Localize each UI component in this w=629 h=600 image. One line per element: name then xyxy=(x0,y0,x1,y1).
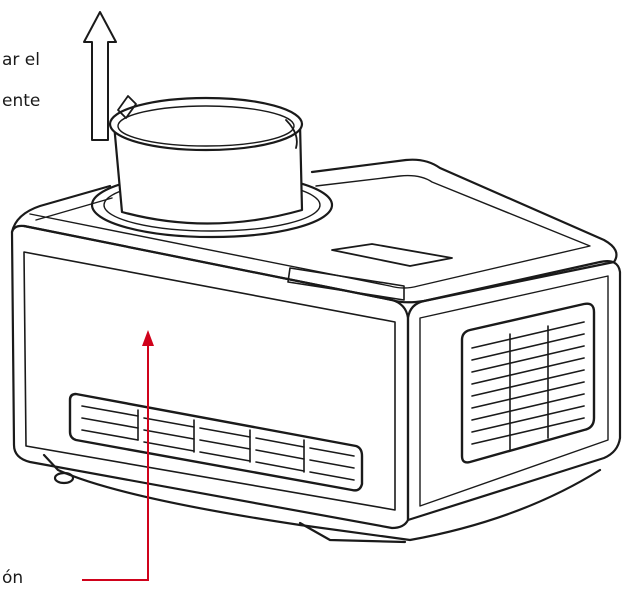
machine-front-face xyxy=(10,224,410,530)
bowl-body xyxy=(112,122,304,225)
bowl-handle xyxy=(117,95,137,119)
machine-front-panel xyxy=(23,251,396,511)
label-top-line-1: ar el xyxy=(2,50,40,70)
side-vent-grill xyxy=(460,302,596,464)
machine-foot-left xyxy=(53,471,75,485)
machine-base-skirt xyxy=(298,521,407,544)
machine-side-face xyxy=(406,260,622,522)
control-strip xyxy=(287,267,405,301)
label-bottom: ón xyxy=(2,568,24,588)
outline-up-arrow-icon xyxy=(83,11,117,141)
front-vent-grill xyxy=(68,392,364,492)
bowl-rim-inner xyxy=(117,105,295,147)
machine-side-inner xyxy=(419,275,609,507)
label-top-line-2: ente xyxy=(2,91,41,111)
machine-top-face xyxy=(10,158,618,304)
machine-top-rim xyxy=(29,174,591,289)
bowl-rim xyxy=(108,96,304,152)
machine-base xyxy=(42,453,602,542)
bowl-handle-right xyxy=(285,119,298,149)
red-pointer-arrow-icon xyxy=(82,330,154,581)
display-window xyxy=(331,243,453,267)
